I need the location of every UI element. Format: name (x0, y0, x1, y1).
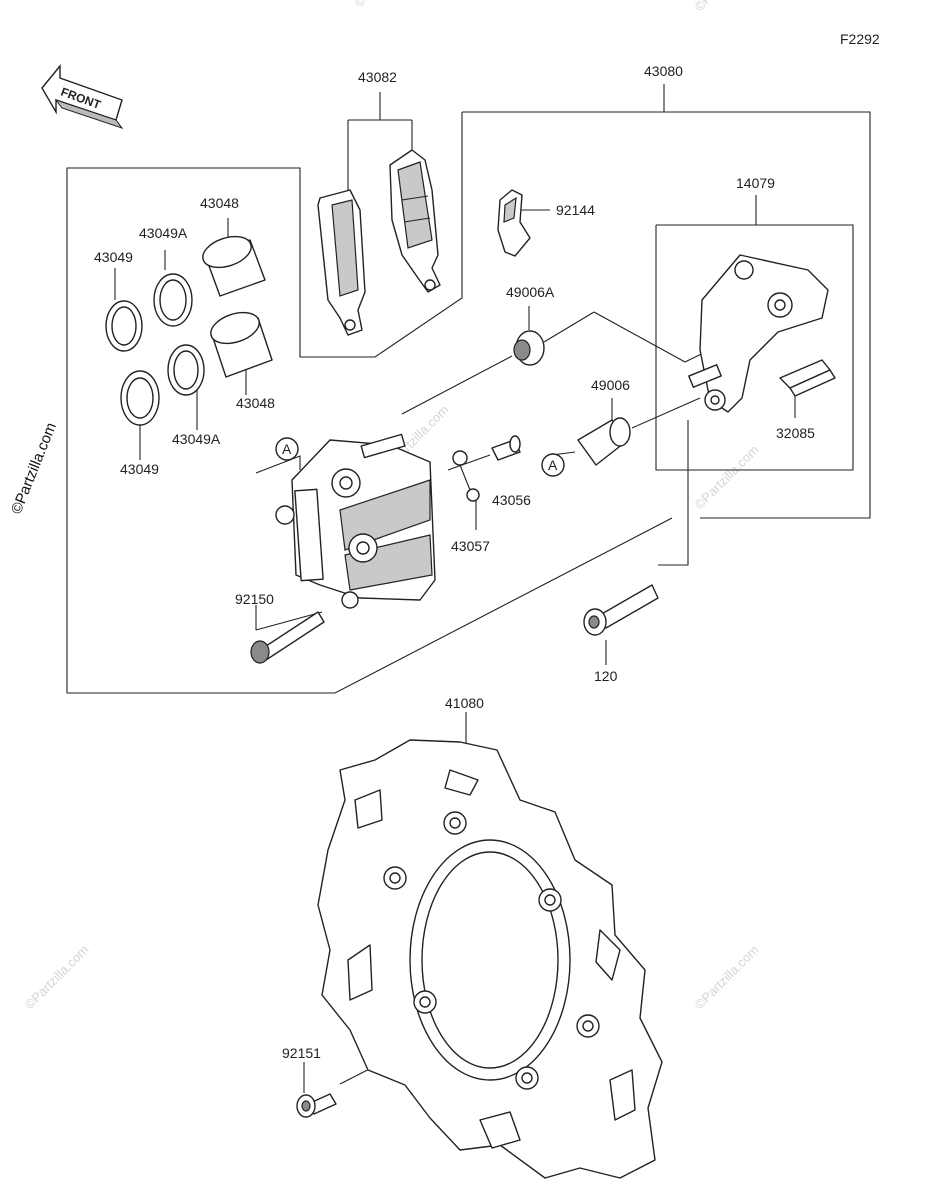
bleeder-valve-icon (491, 435, 521, 461)
label-43080: 43080 (644, 63, 683, 79)
piston-seals (105, 273, 205, 426)
pad-spring-32085 (779, 359, 836, 397)
watermark-text: ©Partzilla.com (352, 0, 422, 10)
label-14079: 14079 (736, 175, 775, 191)
label-92151: 92151 (282, 1045, 321, 1061)
label-43048-top: 43048 (200, 195, 239, 211)
pistons (202, 235, 273, 378)
side-watermark: ©Partzilla.com (8, 420, 60, 516)
bolt-92151 (296, 1093, 337, 1118)
group-frames (66, 84, 871, 1093)
ref-marker-upper: A (275, 437, 299, 461)
watermark-text: ©Partzilla.com (22, 942, 92, 1012)
pad-spring-icon (497, 189, 531, 257)
label-92150: 92150 (235, 591, 274, 607)
ref-marker-lower: A (541, 453, 565, 477)
label-43082: 43082 (358, 69, 397, 85)
brake-pad-right (389, 149, 441, 293)
front-arrow-icon: FRONT (41, 64, 124, 129)
label-41080: 41080 (445, 695, 484, 711)
caliper-bracket (688, 254, 829, 413)
brake-disc (317, 739, 663, 1179)
ref-marker-text: A (282, 441, 292, 457)
ref-marker-text: A (548, 457, 558, 473)
label-43049-top: 43049 (94, 249, 133, 265)
label-120: 120 (594, 668, 618, 684)
watermark-text: ©Partzilla.com (692, 0, 762, 14)
part-labels: 43082 43080 14079 92144 43048 43049A 430… (94, 63, 815, 1061)
label-32085: 32085 (776, 425, 815, 441)
label-43057: 43057 (451, 538, 490, 554)
bolt-92150 (250, 611, 325, 664)
label-49006A: 49006A (506, 284, 555, 300)
watermark-text: ©Partzilla.com (692, 442, 762, 512)
pad-pin-icon (452, 450, 480, 502)
watermark-text: ©Partzilla.com (692, 942, 762, 1012)
label-92144: 92144 (556, 202, 595, 218)
label-43048-bottom: 43048 (236, 395, 275, 411)
caliper-body (275, 433, 436, 609)
figure-code: F2292 (840, 31, 880, 47)
label-43049-bottom: 43049 (120, 461, 159, 477)
boot-49006A (513, 330, 545, 366)
brake-pad-left (317, 189, 366, 336)
label-43049A-bottom: 43049A (172, 431, 221, 447)
boot-49006 (577, 417, 631, 466)
label-49006: 49006 (591, 377, 630, 393)
label-43056: 43056 (492, 492, 531, 508)
bolt-120 (583, 584, 659, 636)
label-43049A-top: 43049A (139, 225, 188, 241)
